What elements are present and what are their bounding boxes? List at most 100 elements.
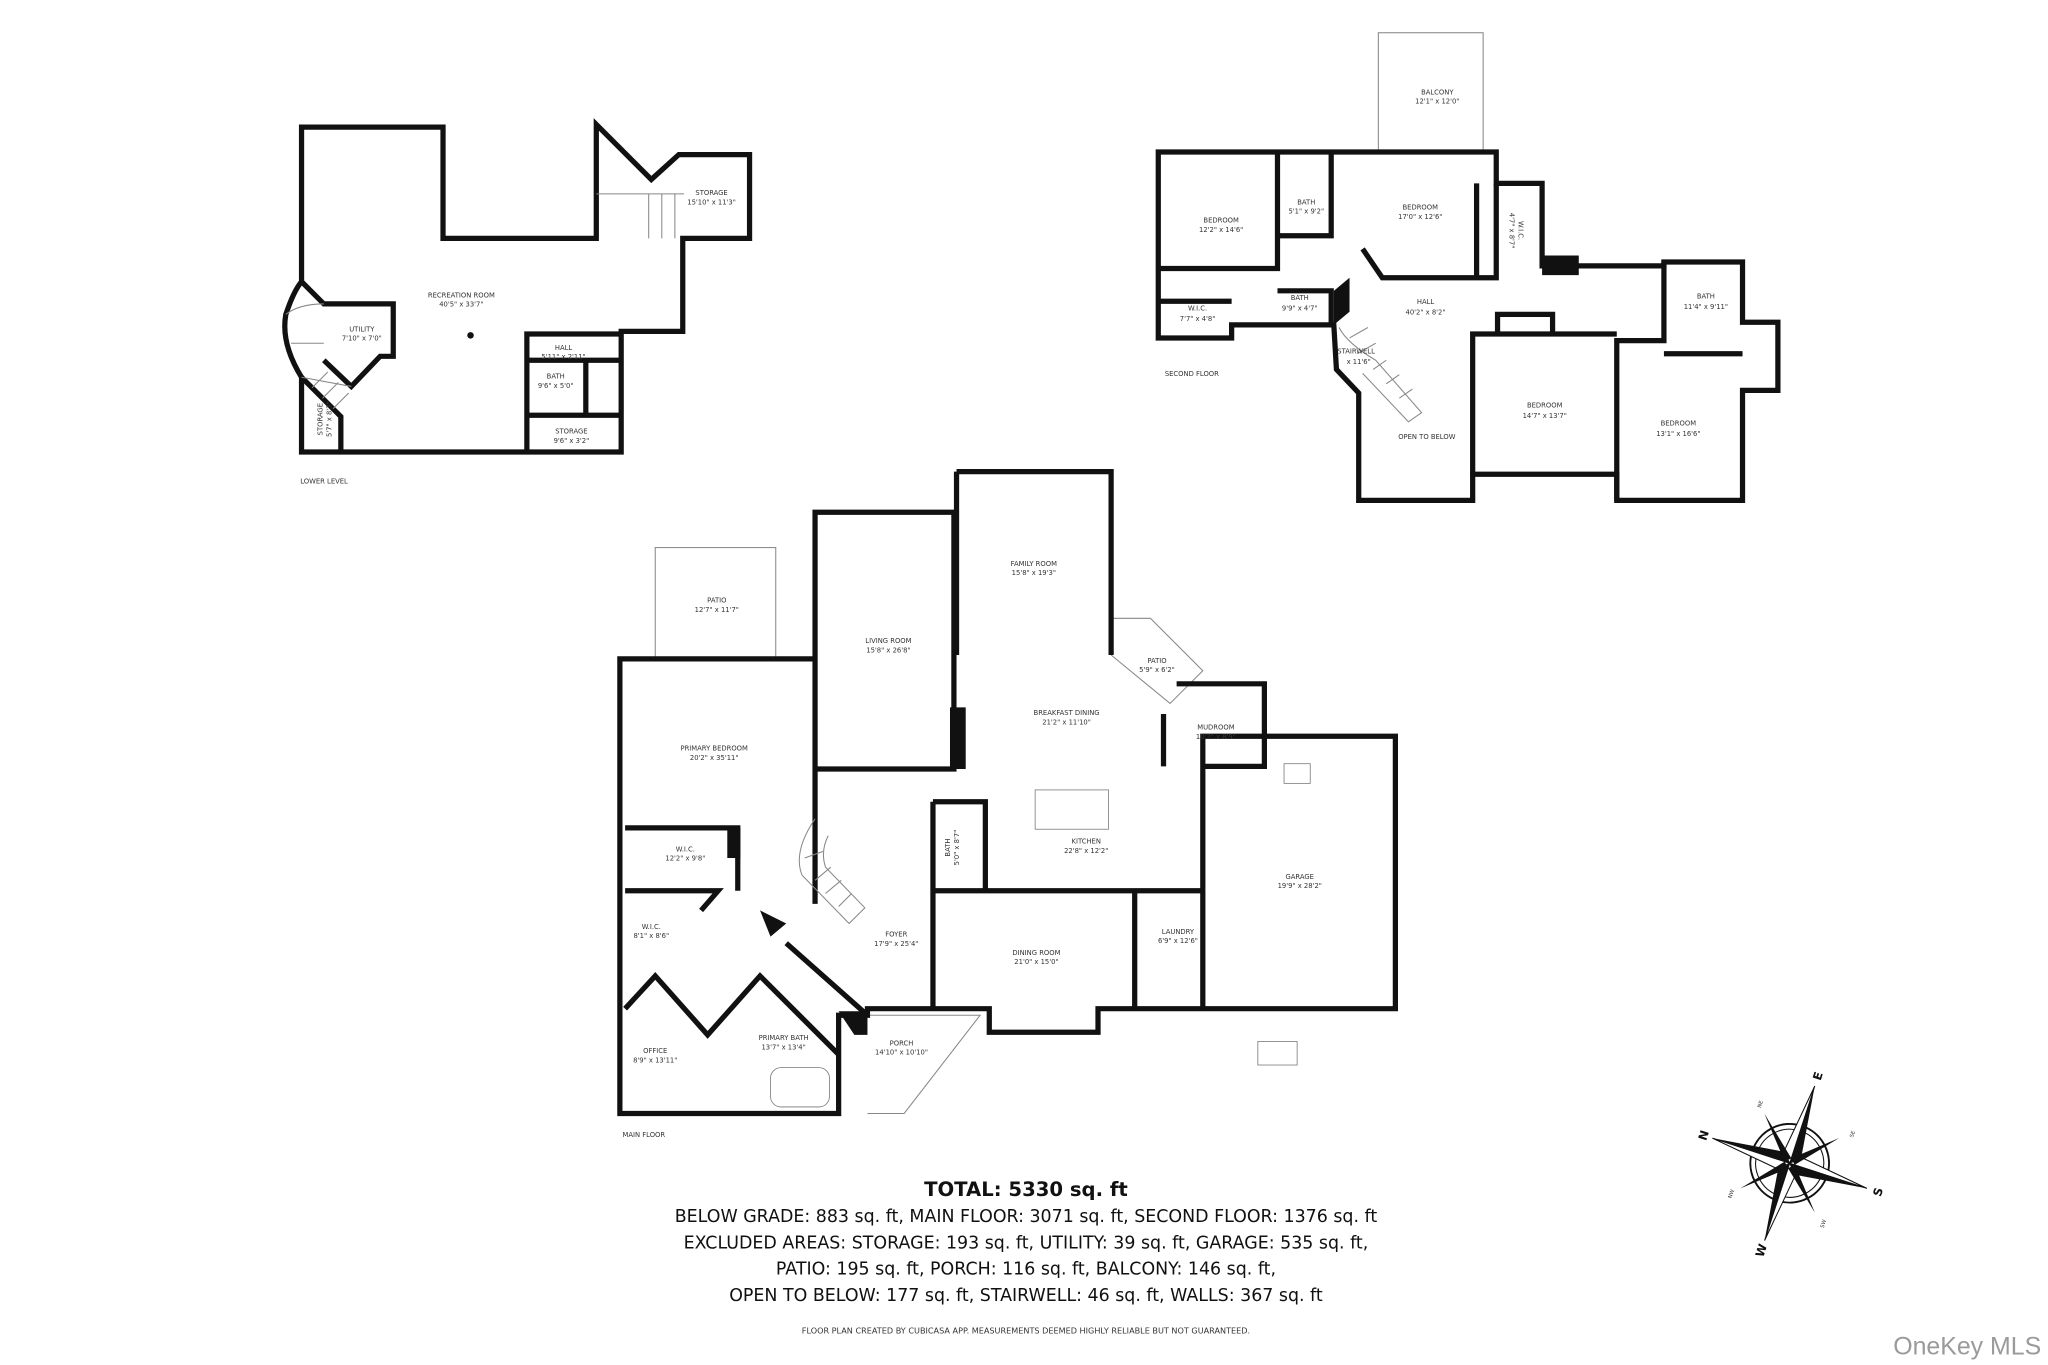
room-dims: 9'9" x 4'7" xyxy=(1282,304,1318,312)
room-label: FAMILY ROOM xyxy=(1011,560,1057,568)
room-label: DINING ROOM xyxy=(1012,949,1060,957)
room-label: PATIO xyxy=(1147,657,1166,665)
compass-rose-icon: N E S W NW NE SE SW xyxy=(1695,1070,1886,1259)
room-dims: 12'1" x 12'0" xyxy=(1415,97,1459,105)
room-dims: 12'2" x 9'8" xyxy=(665,855,705,863)
summary-line: EXCLUDED AREAS: STORAGE: 193 sq. ft, UTI… xyxy=(684,1233,1369,1253)
room-label: BATH xyxy=(1297,198,1315,206)
room-dims: 40'5" x 33'7" xyxy=(439,301,483,309)
compass-label: S xyxy=(1870,1186,1886,1198)
room-label: HALL xyxy=(1417,298,1435,306)
porch xyxy=(867,1014,982,1115)
room-dims: 40'2" x 8'2" xyxy=(1406,308,1446,316)
floor-label: SECOND FLOOR xyxy=(1165,370,1219,378)
compass-label: SE xyxy=(1849,1130,1857,1138)
room-dims: 17'9" x 25'4" xyxy=(874,940,918,948)
stairs xyxy=(285,303,352,410)
room-dims: 6'9" x 12'6" xyxy=(1158,937,1198,945)
room-label: BATH xyxy=(547,373,565,381)
room-label: UTILITY xyxy=(349,325,375,333)
wall-block xyxy=(1542,255,1579,276)
room-dims: 17'0" x 12'6" xyxy=(1398,213,1442,221)
area-summary: TOTAL: 5330 sq. ft BELOW GRADE: 883 sq. … xyxy=(675,1178,1378,1336)
room-label: MUDROOM xyxy=(1197,724,1234,732)
room-dims: 9'6" x 5'0" xyxy=(538,382,574,390)
room-dims: 5'11" x 2'11" xyxy=(541,353,585,361)
room-label: W.I.C. xyxy=(1188,304,1207,312)
room-dims: 5'1" x 9'2" xyxy=(1288,208,1324,216)
room-dims: 22'8" x 12'2" xyxy=(1064,847,1108,855)
second-floor-outer-wall xyxy=(1155,149,1781,504)
room-label: BREAKFAST DINING xyxy=(1034,709,1100,717)
room-dims: 14'7" x 13'7" xyxy=(1523,412,1567,420)
room-label: HALL xyxy=(555,344,573,352)
room-label: FOYER xyxy=(885,931,907,939)
summary-line: OPEN TO BELOW: 177 sq. ft, STAIRWELL: 46… xyxy=(729,1286,1323,1306)
support-column xyxy=(467,332,474,339)
room-label: OFFICE xyxy=(643,1047,667,1055)
storage-stairs xyxy=(596,193,685,239)
room-dims: 5'9" x 6'2" xyxy=(1139,666,1175,674)
garage-fixture xyxy=(1283,763,1311,784)
room-dims: 9'6" x 3'2" xyxy=(554,437,590,445)
room-dims: 4'7" x 8'7" xyxy=(1507,213,1515,249)
room-dims: 21'0" x 15'0" xyxy=(1014,958,1058,966)
room-label: BEDROOM xyxy=(1403,204,1439,212)
room-dims: 5'0" x 8'7" xyxy=(953,830,961,866)
hall-bath-walls xyxy=(524,331,622,452)
compass-label: W xyxy=(1753,1242,1770,1259)
room-label: BATH xyxy=(944,839,952,857)
room-dims: 8'9" x 13'11" xyxy=(633,1056,677,1064)
room-dims: 21'2" x 11'10" xyxy=(1042,718,1091,726)
bathtub xyxy=(770,1067,830,1108)
room-label: PORCH xyxy=(890,1039,914,1047)
room-label: STORAGE xyxy=(317,403,325,435)
wall-block xyxy=(1333,277,1350,325)
total-area: TOTAL: 5330 sq. ft xyxy=(924,1178,1128,1201)
room-label: PATIO xyxy=(707,597,726,605)
second-floor-interior-walls xyxy=(1158,151,1743,501)
room-label: W.I.C. xyxy=(1517,221,1525,240)
main-floor-plan: PATIO 12'7" x 11'7" LIVING ROOM 15'8" x … xyxy=(617,468,1398,1139)
room-label: KITCHEN xyxy=(1071,838,1100,846)
room-dims: 11'4" x 9'11" xyxy=(1684,303,1728,311)
room-dims: 10'2" x 8'9" xyxy=(1196,733,1236,741)
room-dims: 15'8" x 26'8" xyxy=(866,646,910,654)
lower-level-plan: RECREATION ROOM 40'5" x 33'7" UTILITY 7'… xyxy=(282,118,753,485)
room-label: BEDROOM xyxy=(1203,217,1239,225)
room-label: STORAGE xyxy=(555,428,587,436)
room-dims: 8'1" x 8'6" xyxy=(633,932,669,940)
room-label: STORAGE xyxy=(695,189,727,197)
room-label: BATH xyxy=(1291,294,1309,302)
kitchen-island xyxy=(1034,789,1109,830)
room-label: BEDROOM xyxy=(1661,420,1697,428)
garage-fixture xyxy=(1257,1041,1298,1066)
compass-label: SW xyxy=(1820,1219,1828,1229)
compass-label: NE xyxy=(1757,1100,1765,1109)
room-label: PRIMARY BEDROOM xyxy=(680,745,748,753)
room-dims: 12'7" x 11'7" xyxy=(695,606,739,614)
wall-blocks xyxy=(727,707,966,1035)
summary-line: BELOW GRADE: 883 sq. ft, MAIN FLOOR: 307… xyxy=(675,1207,1378,1227)
room-label: BALCONY xyxy=(1421,88,1454,96)
room-label: PRIMARY BATH xyxy=(759,1034,809,1042)
room-dims: 13'1" x 16'6" xyxy=(1656,430,1700,438)
stair-wall xyxy=(299,375,344,452)
room-label: GARAGE xyxy=(1286,873,1314,881)
onekey-mls-watermark: OneKey MLS xyxy=(1893,1333,2041,1361)
room-label: RECREATION ROOM xyxy=(428,291,495,299)
disclaimer: FLOOR PLAN CREATED BY CUBICASA APP. MEAS… xyxy=(802,1326,1250,1336)
compass-label: NW xyxy=(1728,1189,1737,1199)
room-label: OPEN TO BELOW xyxy=(1398,433,1456,441)
room-label: STAIRWELL xyxy=(1337,348,1375,356)
room-dims: 15'8" x 19'3" xyxy=(1012,569,1056,577)
floor-label: MAIN FLOOR xyxy=(622,1131,665,1139)
room-dims: 7'10" x 7'0" xyxy=(342,335,382,343)
second-floor-plan: BALCONY 12'1" x 12'0" BEDROOM 12'2" x 14… xyxy=(1155,32,1781,504)
floor-label: LOWER LEVEL xyxy=(300,477,348,485)
room-dims: 5'7" x 8'3" xyxy=(326,401,334,437)
room-dims: x 11'6" xyxy=(1347,358,1371,366)
room-dims: 20'2" x 35'11" xyxy=(690,754,739,762)
room-label: BATH xyxy=(1697,293,1715,301)
room-label: W.I.C. xyxy=(642,923,661,931)
